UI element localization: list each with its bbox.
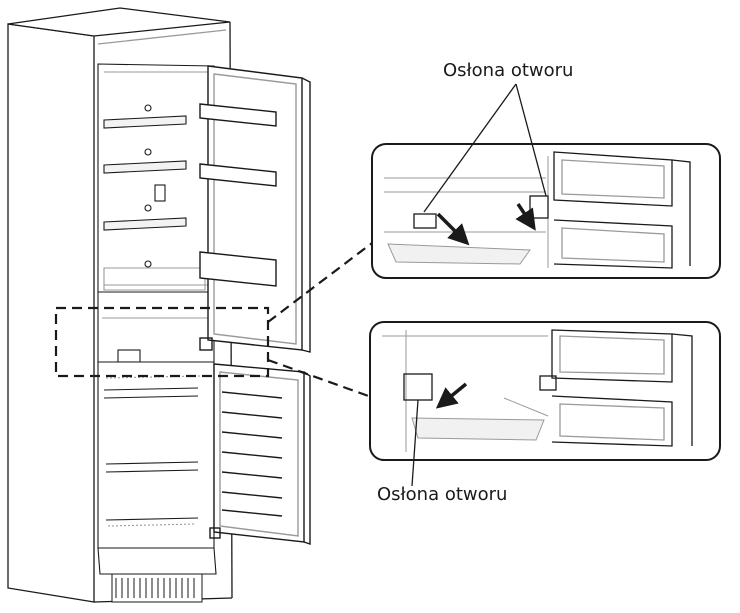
detail-view-bottom	[369, 321, 721, 461]
base-grille	[111, 573, 203, 603]
upper-door	[199, 65, 311, 353]
highlight-region	[54, 239, 377, 400]
detail-view-top	[371, 143, 721, 279]
leader-lines	[411, 83, 547, 487]
label-hole-cover-top: Osłona otworu	[443, 60, 574, 81]
fridge-body	[97, 63, 217, 575]
lower-door	[209, 363, 311, 545]
label-hole-cover-bottom: Osłona otworu	[377, 484, 508, 505]
